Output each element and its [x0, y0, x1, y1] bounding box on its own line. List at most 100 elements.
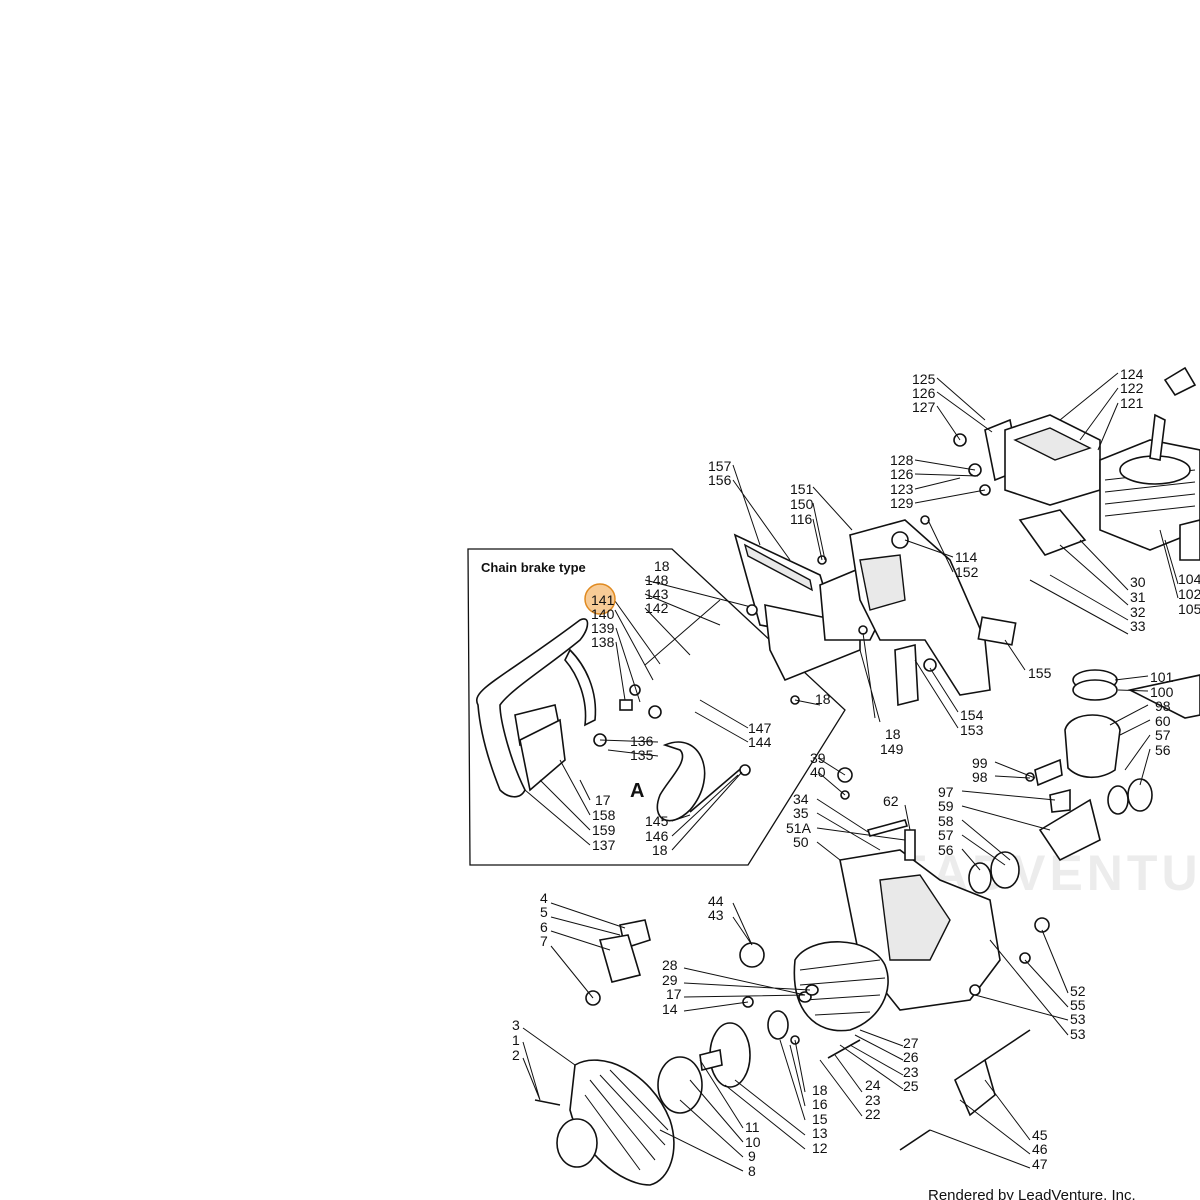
part-label-8[interactable]: 8 [748, 1163, 756, 1179]
part-label-9[interactable]: 9 [748, 1148, 756, 1164]
part-label-35[interactable]: 35 [793, 805, 809, 821]
part-label-143[interactable]: 143 [645, 586, 669, 602]
part-label-53b[interactable]: 53 [1070, 1026, 1086, 1042]
part-label-129[interactable]: 129 [890, 495, 914, 511]
part-label-28[interactable]: 28 [662, 957, 678, 973]
part-label-138[interactable]: 138 [591, 634, 615, 650]
part-label-152[interactable]: 152 [955, 564, 979, 580]
part-label-33[interactable]: 33 [1130, 618, 1146, 634]
part-label-98[interactable]: 98 [1155, 698, 1171, 714]
part-label-25[interactable]: 25 [903, 1078, 919, 1094]
part-label-116[interactable]: 116 [790, 511, 813, 527]
part-label-57[interactable]: 57 [1155, 727, 1171, 743]
part-label-62[interactable]: 62 [883, 793, 899, 809]
part-label-17b[interactable]: 17 [666, 986, 682, 1002]
part-label-102[interactable]: 102 [1178, 586, 1200, 602]
part-label-44[interactable]: 44 [708, 893, 724, 909]
part-label-16[interactable]: 16 [812, 1096, 828, 1112]
part-label-104[interactable]: 104 [1178, 571, 1200, 587]
part-label-139[interactable]: 139 [591, 620, 615, 636]
part-label-14[interactable]: 14 [662, 1001, 678, 1017]
part-label-100[interactable]: 100 [1150, 684, 1174, 700]
part-label-18c[interactable]: 18 [815, 691, 831, 707]
part-label-156[interactable]: 156 [708, 472, 732, 488]
part-label-137[interactable]: 137 [592, 837, 616, 853]
part-label-26[interactable]: 26 [903, 1049, 919, 1065]
part-label-27[interactable]: 27 [903, 1035, 919, 1051]
part-label-141[interactable]: 141 [591, 592, 615, 608]
part-label-6[interactable]: 6 [540, 919, 548, 935]
part-label-57b[interactable]: 57 [938, 827, 954, 843]
part-label-58[interactable]: 58 [938, 813, 954, 829]
part-label-122[interactable]: 122 [1120, 380, 1144, 396]
part-label-60[interactable]: 60 [1155, 713, 1171, 729]
part-label-17[interactable]: 17 [595, 792, 611, 808]
part-label-5[interactable]: 5 [540, 904, 548, 920]
part-label-4[interactable]: 4 [540, 890, 548, 906]
part-label-123[interactable]: 123 [890, 481, 914, 497]
part-label-55[interactable]: 55 [1070, 997, 1086, 1013]
part-label-155[interactable]: 155 [1028, 665, 1052, 681]
part-label-32[interactable]: 32 [1130, 604, 1146, 620]
part-label-47[interactable]: 47 [1032, 1156, 1048, 1172]
part-label-34[interactable]: 34 [793, 791, 809, 807]
part-label-114[interactable]: 114 [955, 549, 978, 565]
part-label-46[interactable]: 46 [1032, 1141, 1048, 1157]
part-label-18e[interactable]: 18 [812, 1082, 828, 1098]
part-label-128[interactable]: 128 [890, 452, 914, 468]
part-label-23b[interactable]: 23 [865, 1092, 881, 1108]
part-label-52[interactable]: 52 [1070, 983, 1086, 999]
part-label-97[interactable]: 97 [938, 784, 954, 800]
part-label-149[interactable]: 149 [880, 741, 904, 757]
part-label-135[interactable]: 135 [630, 747, 654, 763]
part-label-30[interactable]: 30 [1130, 574, 1146, 590]
highlight-marker[interactable] [584, 583, 616, 615]
part-label-153[interactable]: 153 [960, 722, 984, 738]
part-label-3[interactable]: 3 [512, 1017, 520, 1033]
part-label-121[interactable]: 121 [1120, 395, 1144, 411]
part-label-10[interactable]: 10 [745, 1134, 761, 1150]
part-label-51A[interactable]: 51A [786, 820, 812, 836]
part-label-45[interactable]: 45 [1032, 1127, 1048, 1143]
part-label-18b[interactable]: 18 [652, 842, 668, 858]
part-label-148[interactable]: 148 [645, 572, 669, 588]
part-label-39[interactable]: 39 [810, 750, 826, 766]
part-label-40[interactable]: 40 [810, 764, 826, 780]
part-label-159[interactable]: 159 [592, 822, 616, 838]
part-label-144[interactable]: 144 [748, 734, 772, 750]
part-label-23a[interactable]: 23 [903, 1064, 919, 1080]
part-label-99[interactable]: 99 [972, 755, 988, 771]
part-label-43[interactable]: 43 [708, 907, 724, 923]
part-label-126b[interactable]: 126 [890, 466, 914, 482]
part-label-142[interactable]: 142 [645, 600, 669, 616]
part-label-53a[interactable]: 53 [1070, 1011, 1086, 1027]
part-label-105[interactable]: 105 [1178, 601, 1200, 617]
part-label-1[interactable]: 1 [512, 1032, 520, 1048]
part-label-11[interactable]: 11 [745, 1119, 760, 1135]
part-label-101[interactable]: 101 [1150, 669, 1174, 685]
part-label-31[interactable]: 31 [1130, 589, 1146, 605]
part-label-56b[interactable]: 56 [938, 842, 954, 858]
part-label-150[interactable]: 150 [790, 496, 814, 512]
part-label-56[interactable]: 56 [1155, 742, 1171, 758]
part-label-125[interactable]: 125 [912, 371, 936, 387]
part-label-154[interactable]: 154 [960, 707, 984, 723]
part-label-59[interactable]: 59 [938, 798, 954, 814]
part-label-50[interactable]: 50 [793, 834, 809, 850]
part-label-18d[interactable]: 18 [885, 726, 901, 742]
part-label-127[interactable]: 127 [912, 399, 936, 415]
part-label-98b[interactable]: 98 [972, 769, 988, 785]
part-label-13[interactable]: 13 [812, 1125, 828, 1141]
part-label-18[interactable]: 18 [654, 558, 670, 574]
part-label-124[interactable]: 124 [1120, 366, 1144, 382]
part-label-22[interactable]: 22 [865, 1106, 881, 1122]
part-label-7[interactable]: 7 [540, 933, 548, 949]
part-label-158[interactable]: 158 [592, 807, 616, 823]
part-label-136[interactable]: 136 [630, 733, 654, 749]
part-label-12[interactable]: 12 [812, 1140, 828, 1156]
part-label-140[interactable]: 140 [591, 606, 615, 622]
part-label-29[interactable]: 29 [662, 972, 678, 988]
part-label-145[interactable]: 145 [645, 813, 669, 829]
part-label-126[interactable]: 126 [912, 385, 936, 401]
part-label-15[interactable]: 15 [812, 1111, 828, 1127]
